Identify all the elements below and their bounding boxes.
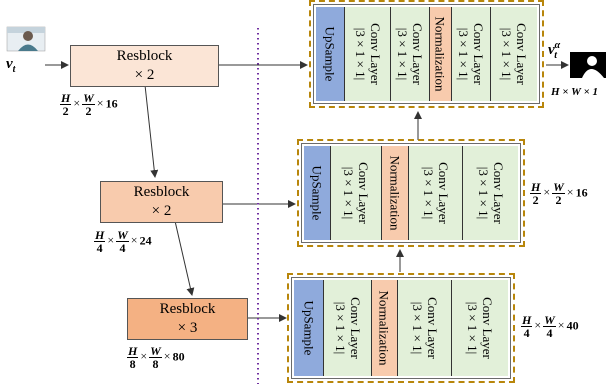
decoder-3-conv-1: Conv Layer|3 × 1 × 1| [324, 280, 372, 376]
decoder-1-conv-2: Conv Layer|3 × 1 × 1| [390, 7, 430, 101]
output-label: vαt [548, 40, 561, 61]
decoder-3-conv-3: Conv Layer|3 × 1 × 1| [452, 280, 508, 376]
decoder-dim-label-1: H × W × 1 [551, 86, 598, 98]
decoder-block-2: UpSample Conv Layer|3 × 1 × 1| Normaliza… [297, 139, 525, 247]
decoder-3-normalization: Normalization [371, 280, 399, 376]
resblock-3-title: Resblock [159, 301, 216, 317]
resblock-2-mult: × 2 [151, 203, 172, 219]
resblock-3: Resblock × 3 [127, 298, 248, 340]
decoder-2-normalization: Normalization [381, 146, 410, 240]
resblock-3-mult: × 3 [177, 320, 198, 336]
resblock-1-title: Resblock [116, 48, 173, 64]
resblock-2: Resblock × 2 [100, 181, 223, 223]
decoder-1-upsample: UpSample [316, 7, 346, 101]
decoder-block-3: UpSample Conv Layer|3 × 1 × 1| Normaliza… [287, 273, 515, 383]
decoder-3-upsample: UpSample [294, 280, 325, 376]
decoder-2-conv-2: Conv Layer|3 × 1 × 1| [409, 146, 464, 240]
decoder-1-normalization: Normalization [429, 7, 452, 101]
resblock-1: Resblock × 2 [70, 45, 219, 87]
arrow-block2-block3 [174, 220, 195, 296]
decoder-1-conv-1: Conv Layer|3 × 1 × 1| [345, 7, 391, 101]
arrow-block1-block2 [144, 84, 159, 178]
decoder-2-conv-3: Conv Layer|3 × 1 × 1| [463, 146, 518, 240]
resblock-1-mult: × 2 [134, 67, 155, 83]
input-image-thumbnail [6, 26, 46, 52]
decoder-3-conv-2: Conv Layer|3 × 1 × 1| [398, 280, 453, 376]
decoder-1-conv-3: Conv Layer|3 × 1 × 1| [451, 7, 491, 101]
decoder-1-conv-4: Conv Layer|3 × 1 × 1| [490, 7, 538, 101]
output-mask-thumbnail [570, 52, 606, 78]
decoder-2-upsample: UpSample [304, 146, 331, 240]
input-label: vt [6, 56, 16, 75]
decoder-2-conv-1: Conv Layer|3 × 1 × 1| [330, 146, 382, 240]
decoder-block-1: UpSample Conv Layer|3 × 1 × 1| Conv Laye… [309, 0, 544, 108]
resblock-2-title: Resblock [133, 184, 190, 200]
